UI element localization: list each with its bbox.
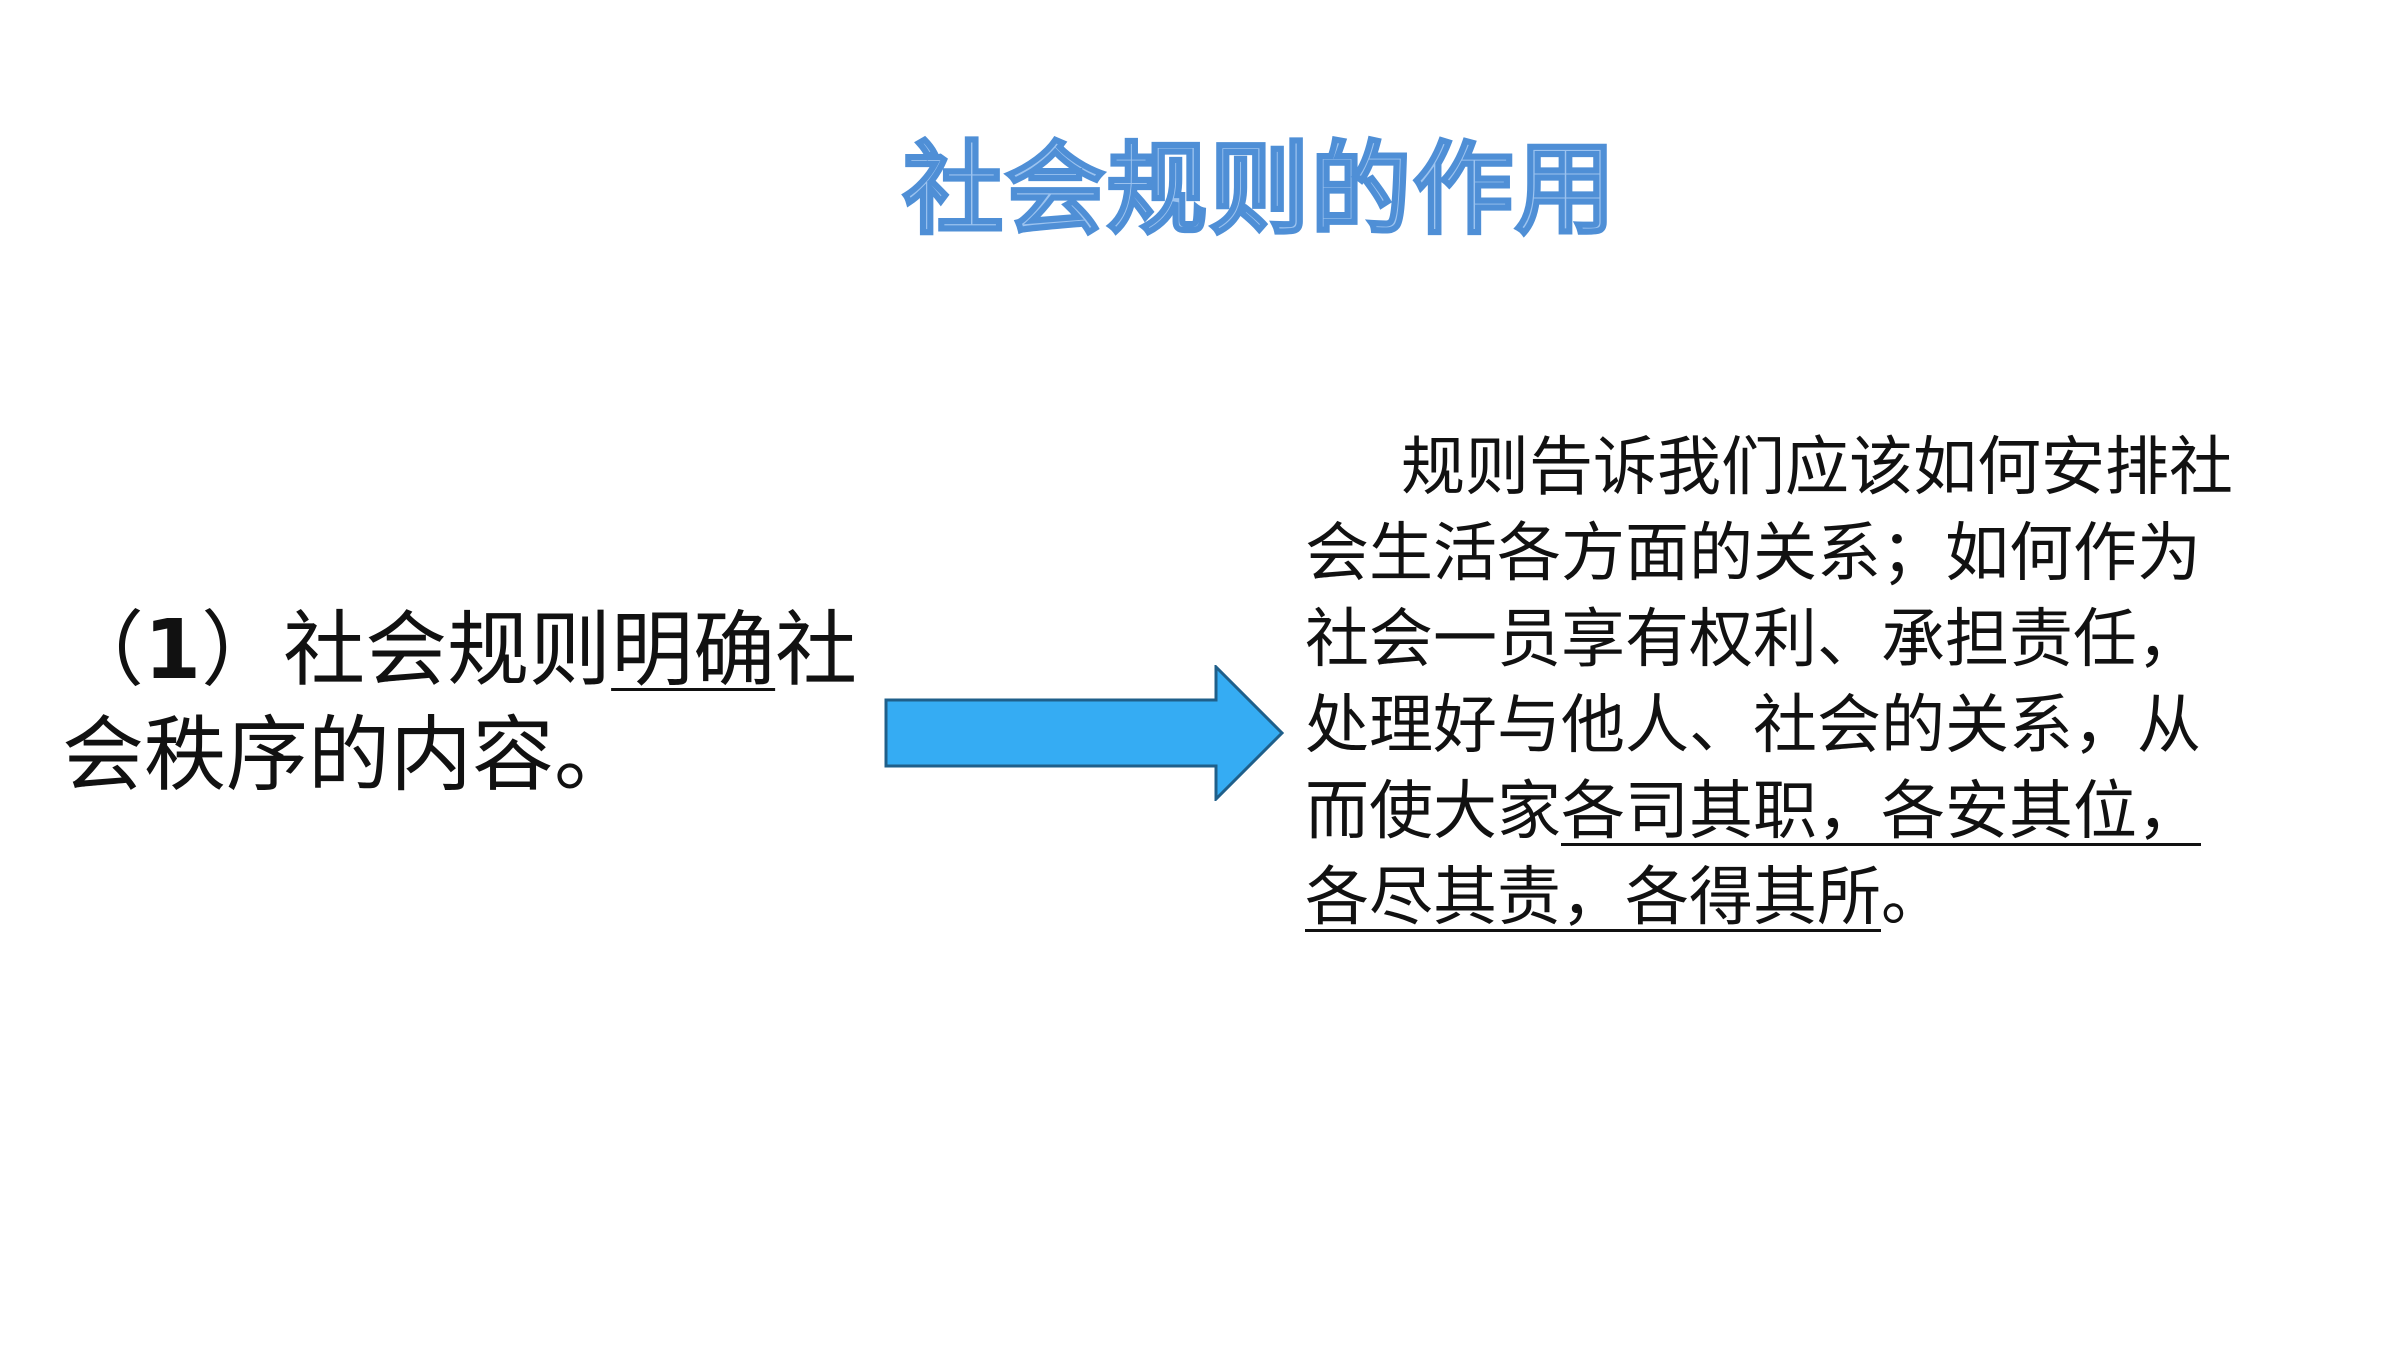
point-text-underlined: 明确 xyxy=(611,603,776,698)
point-text-b: 社会秩序的内容。 xyxy=(62,603,858,803)
point-one: （1）社会规则明确社会秩序的内容。 xyxy=(62,598,862,808)
explanation-text: 规则告诉我们应该如何安排社 会生活各方面的关系；如何作为 社会一员享有权利、承担… xyxy=(1305,425,2315,941)
explanation-line-4: 处理好与他人、社会的关系，从 xyxy=(1305,689,2201,763)
explanation-line-2: 会生活各方面的关系；如何作为 xyxy=(1305,517,2201,591)
explanation-line-6-underlined: 各尽其责，各得其所 xyxy=(1305,861,1881,935)
explanation-line-5: 而使大家各司其职，各安其位， xyxy=(1305,769,2315,855)
slide-title: 社会规则的作用 xyxy=(902,130,1617,250)
explanation-line-1: 规则告诉我们应该如何安排社 xyxy=(1401,431,2233,505)
explanation-line-5-plain: 而使大家 xyxy=(1305,775,1561,849)
point-number: 1 xyxy=(144,603,202,698)
point-close-paren: ） xyxy=(201,603,284,698)
right-arrow-icon xyxy=(884,665,1284,801)
right-arrow-shape xyxy=(884,665,1284,801)
explanation-line-3: 社会一员享有权利、承担责任， xyxy=(1305,603,2201,677)
explanation-line-5-underlined: 各司其职，各安其位， xyxy=(1561,775,2201,849)
explanation-line-6: 各尽其责，各得其所。 xyxy=(1305,855,2315,941)
explanation-line-6-end: 。 xyxy=(1881,861,1945,935)
point-open-paren: （ xyxy=(62,603,145,698)
point-text-a: 社会规则 xyxy=(283,603,612,698)
